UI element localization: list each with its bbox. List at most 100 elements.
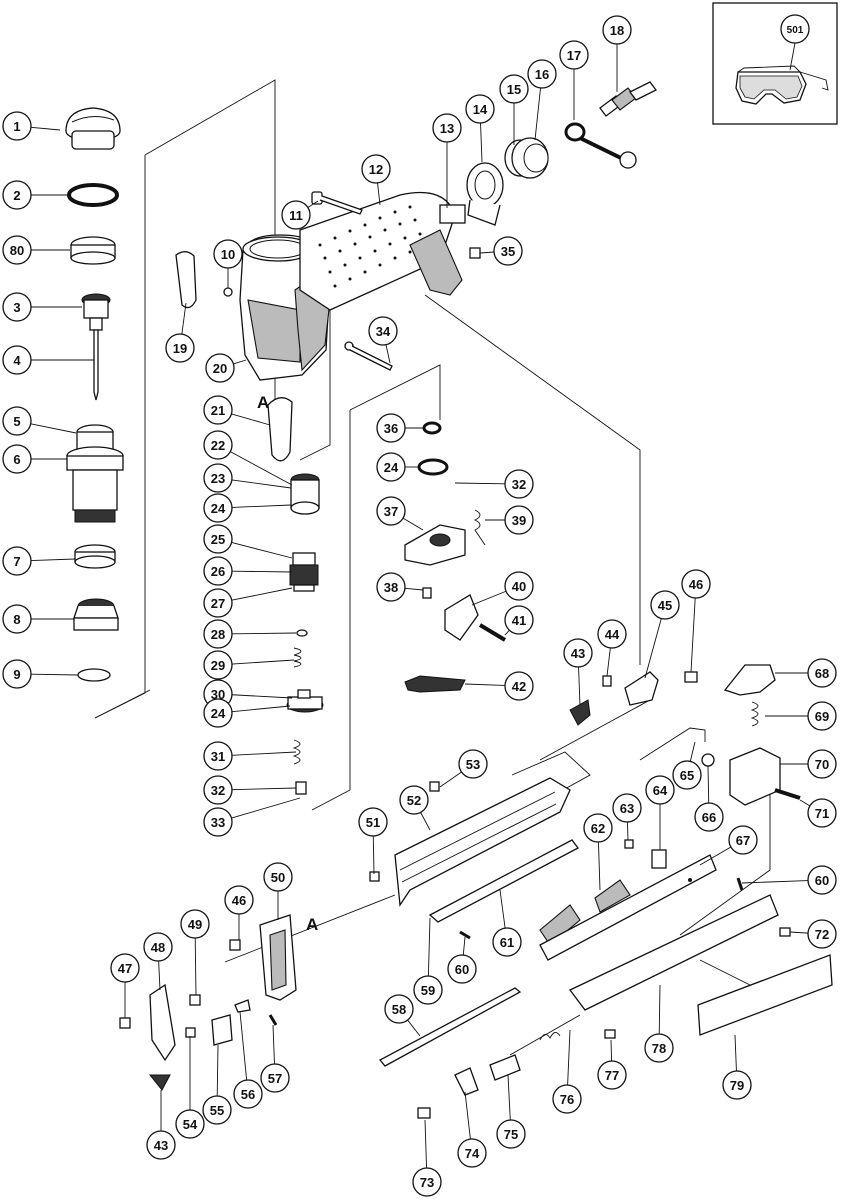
callout-7: 7	[2, 546, 76, 576]
callout-73: 73	[412, 1119, 442, 1197]
callout-leader	[424, 1119, 427, 1169]
callout-80: 80	[2, 235, 70, 265]
callout-circle	[203, 524, 233, 554]
callout-leader	[690, 597, 696, 673]
callout-circle	[165, 333, 195, 363]
callout-label: 32	[211, 783, 225, 798]
callout-22: 22	[203, 430, 293, 486]
callout-circle	[2, 180, 32, 210]
callout-33: 33	[203, 797, 301, 837]
callout-68: 68	[775, 658, 837, 688]
bolt-part	[311, 191, 363, 215]
callout-circle	[807, 749, 837, 779]
body-housing-part	[239, 191, 463, 381]
callout-circle	[2, 345, 32, 375]
callout-circle	[597, 1060, 627, 1090]
callout-circle	[432, 113, 462, 143]
callout-leader	[272, 1024, 275, 1065]
callout-40: 40	[471, 571, 534, 606]
callout-circle	[457, 1138, 487, 1168]
callout-circle	[504, 469, 534, 499]
callout-circle	[203, 698, 233, 728]
callout-65: 65	[672, 741, 702, 790]
callout-label: 64	[653, 783, 668, 798]
side-pad-part	[267, 397, 293, 462]
callout-leader	[231, 587, 293, 601]
callout-circle	[376, 413, 406, 443]
callout-label: 26	[211, 564, 225, 579]
callout-label: 68	[815, 666, 829, 681]
ring-part	[296, 629, 308, 637]
spring-part	[750, 701, 759, 727]
callout-28: 28	[203, 619, 297, 649]
callout-66: 66	[694, 765, 724, 832]
callout-circle	[2, 235, 32, 265]
callout-circle	[358, 807, 388, 837]
callout-leader	[407, 1019, 421, 1037]
callout-circle	[203, 775, 233, 805]
callout-label: 29	[211, 658, 225, 673]
callout-15: 15	[499, 74, 529, 145]
screw-part	[185, 1027, 196, 1038]
callout-circle	[203, 619, 233, 649]
callout-label: 42	[512, 679, 526, 694]
magazine-part	[394, 777, 571, 907]
callout-label: 25	[211, 532, 225, 547]
callout-label: 15	[507, 82, 521, 97]
callout-leader	[372, 835, 375, 875]
callout-72: 72	[789, 919, 837, 949]
callout-label: 24	[384, 460, 399, 475]
callout-circle	[552, 1084, 582, 1114]
callout-circle	[694, 802, 724, 832]
callout-circle	[504, 605, 534, 635]
air-plug-part	[599, 81, 657, 117]
callout-label: 75	[504, 1127, 518, 1142]
callout-leader	[30, 126, 61, 131]
callout-label: 24	[211, 501, 226, 516]
callout-label: 10	[221, 247, 235, 262]
callout-label: 66	[702, 810, 716, 825]
callout-label: 73	[420, 1175, 434, 1190]
callout-label: 20	[213, 361, 227, 376]
callout-circle	[263, 862, 293, 892]
callout-78: 78	[644, 984, 674, 1063]
cap-part	[417, 1107, 431, 1119]
callout-label: 69	[815, 709, 829, 724]
callout-32: 32	[454, 469, 534, 499]
callout-leader	[402, 517, 424, 531]
callout-label: 53	[466, 757, 480, 772]
callout-label: 37	[384, 504, 398, 519]
valve-bushing-part	[286, 689, 324, 713]
callout-51: 51	[358, 807, 388, 875]
callout-label: 11	[289, 208, 303, 223]
callout-4: 4	[2, 345, 94, 375]
callout-55: 55	[202, 1044, 232, 1125]
callout-60: 60	[741, 865, 837, 895]
valve-piston-part	[290, 473, 320, 515]
callout-46: 46	[681, 569, 711, 673]
guide-rail-part	[428, 839, 579, 923]
callout-circle	[493, 236, 523, 266]
callout-circle	[361, 154, 391, 184]
callout-circle	[807, 658, 837, 688]
callout-63: 63	[612, 793, 642, 841]
cylinder-part	[66, 424, 124, 523]
callout-label: 9	[13, 667, 20, 682]
safety-glasses-icon	[735, 65, 829, 105]
callout-leader	[454, 482, 506, 485]
callout-leader	[789, 931, 809, 934]
callout-8: 8	[2, 604, 74, 634]
callout-label: 40	[512, 579, 526, 594]
callout-circle	[376, 496, 406, 526]
callout-label: 1	[13, 119, 20, 134]
callout-leader	[385, 344, 391, 364]
callout-label: 23	[211, 471, 225, 486]
callout-circle	[597, 619, 627, 649]
screw-part	[684, 671, 698, 683]
callout-label: 21	[211, 403, 225, 418]
nail-feeder-part	[539, 879, 631, 946]
callout-29: 29	[203, 650, 295, 680]
callout-59: 59	[413, 917, 443, 1005]
callout-52: 52	[399, 785, 431, 831]
callout-71: 71	[799, 798, 837, 828]
